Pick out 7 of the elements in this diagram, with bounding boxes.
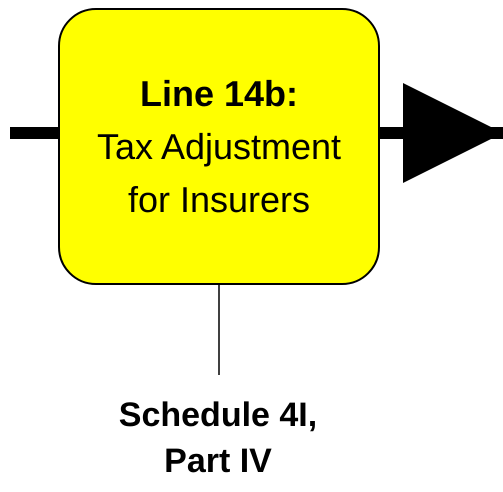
box-text: Tax Adjustment for Insurers [96,125,342,222]
connector-line [10,127,58,139]
reference-label: Schedule 4I, Part IV [118,395,318,482]
process-box [58,8,380,285]
line-heading: Line 14b: [140,72,298,116]
arrow [380,83,503,183]
leader-line [218,285,220,375]
